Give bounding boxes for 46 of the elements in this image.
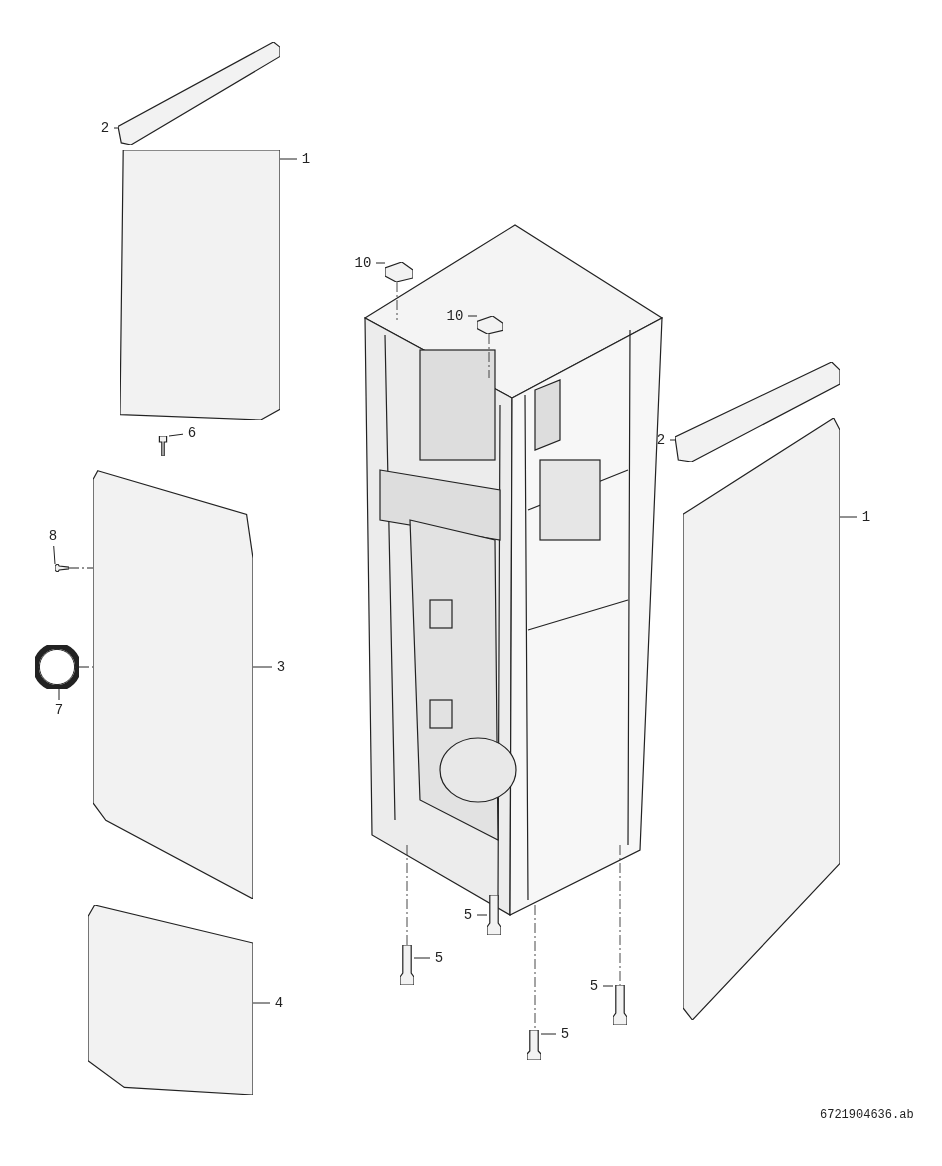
callout-number: 8 — [44, 526, 62, 546]
callout-number: 5 — [585, 976, 603, 996]
cover-strip — [675, 362, 840, 462]
leader-line — [252, 666, 273, 668]
clip — [385, 262, 413, 282]
leader-line — [53, 545, 56, 565]
sealing-ring — [35, 645, 79, 689]
adjustable-foot — [613, 985, 627, 1025]
adjustable-foot — [487, 895, 501, 935]
leader-line — [669, 439, 676, 441]
leader-line — [58, 688, 60, 701]
leader-line — [413, 957, 431, 959]
adjustable-foot — [527, 1030, 541, 1060]
leader-line — [375, 262, 386, 264]
callout-number: 10 — [442, 306, 468, 326]
callout-number: 7 — [50, 700, 68, 720]
leader-line — [839, 516, 858, 518]
side-panel — [120, 150, 280, 420]
callout-number: 5 — [556, 1024, 574, 1044]
callout-number: 2 — [652, 430, 670, 450]
leader-line — [467, 315, 478, 317]
leader-line — [279, 158, 298, 160]
clip — [477, 316, 503, 334]
callout-number: 6 — [183, 423, 201, 443]
drawing-number: 6721904636.ab — [820, 1107, 914, 1124]
screw — [157, 436, 169, 456]
leader-line — [113, 127, 119, 129]
callout-number: 2 — [96, 118, 114, 138]
callout-number: 4 — [270, 993, 288, 1013]
callout-number: 3 — [272, 657, 290, 677]
callout-number: 1 — [857, 507, 875, 527]
leader-line — [602, 985, 614, 987]
adjustable-foot — [400, 945, 414, 985]
leader-line — [476, 914, 488, 916]
centre-line — [68, 567, 94, 569]
leader-line — [540, 1033, 557, 1035]
centre-line — [78, 666, 94, 668]
cover-strip — [118, 42, 280, 145]
leader-line — [168, 433, 184, 437]
side-panel — [88, 905, 253, 1095]
callout-number: 5 — [459, 905, 477, 925]
leader-line — [252, 1002, 271, 1004]
callout-number: 10 — [350, 253, 376, 273]
pin — [55, 564, 69, 572]
callout-number: 5 — [430, 948, 448, 968]
callout-number: 1 — [297, 149, 315, 169]
